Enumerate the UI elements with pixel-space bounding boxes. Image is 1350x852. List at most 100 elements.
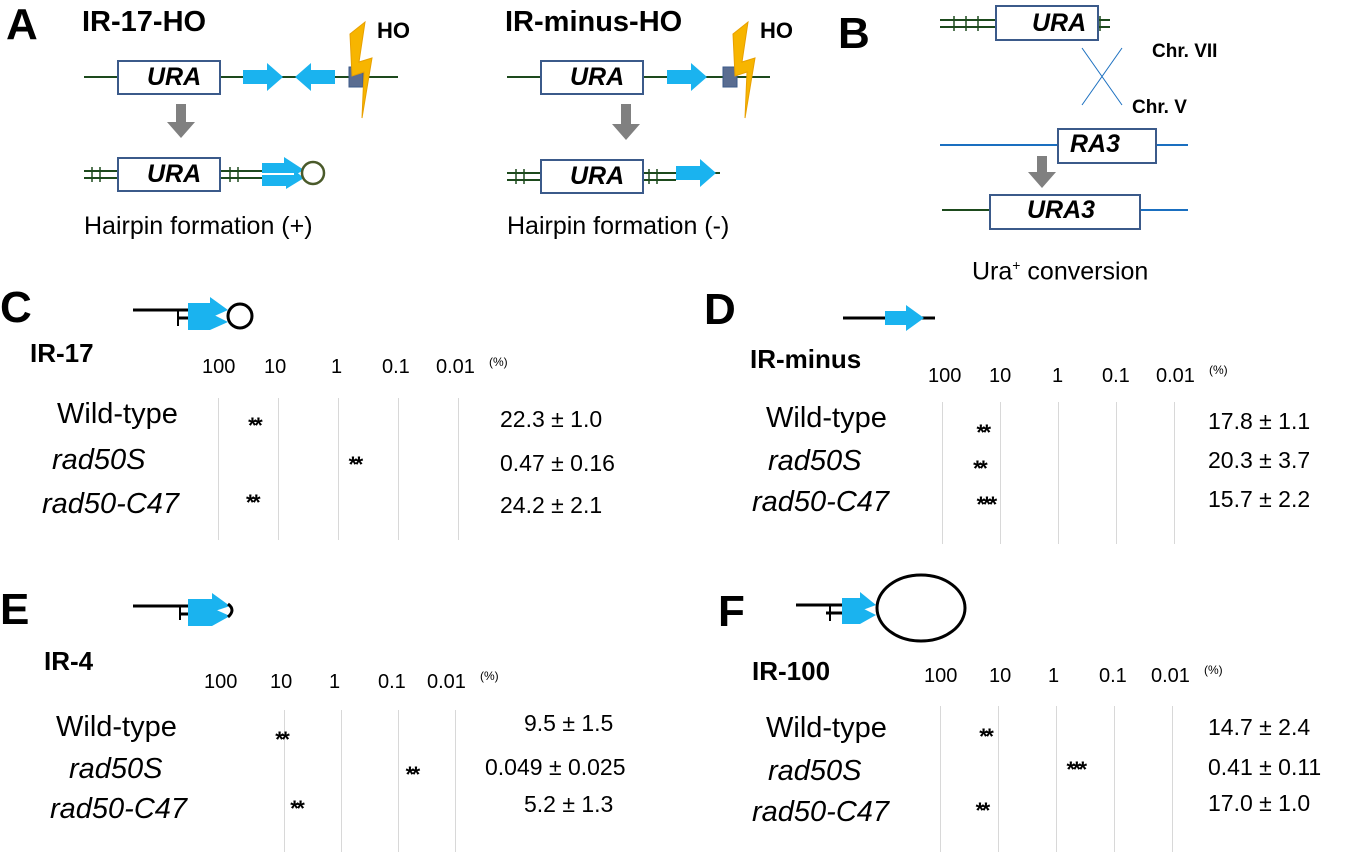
tick-f-0: 100 — [924, 665, 958, 687]
strain-c-1: rad50S — [52, 444, 146, 476]
data-point-f-2-1: * — [981, 798, 991, 823]
ura-label-right-top: URA — [570, 63, 625, 91]
caption-hairpin-minus: Hairpin formation (-) — [507, 212, 730, 240]
tick-f-1: 10 — [989, 665, 1012, 687]
tick-c-1: 10 — [264, 356, 287, 378]
ura-label-left-top: URA — [147, 63, 202, 91]
ura-box-right-bottom — [540, 159, 644, 194]
tick-c-0: 100 — [202, 356, 236, 378]
tick-d-4: 0.01 — [1156, 365, 1195, 387]
data-point-f-1-1: * — [1072, 757, 1082, 782]
ura3-label: URA3 — [1027, 196, 1096, 224]
ra3-label: RA3 — [1070, 130, 1121, 158]
strain-d-0: Wild-type — [766, 402, 887, 434]
chart-title-ir4: IR-4 — [44, 646, 94, 676]
data-point-d-0-0: * — [976, 420, 986, 445]
strain-e-1: rad50S — [69, 753, 163, 785]
unit-c: (%) — [489, 355, 508, 369]
value-d-2: 15.7 ± 2.2 — [1208, 486, 1311, 512]
value-f-0: 14.7 ± 2.4 — [1208, 714, 1311, 740]
data-point-e-0-1: * — [281, 727, 290, 752]
hairpin-arrow-bottom — [262, 164, 304, 189]
data-point-c-2-0: * — [245, 490, 255, 515]
data-point-d-0-1: * — [982, 420, 992, 445]
ura-box-chr7 — [995, 5, 1099, 41]
tick-c-3: 0.1 — [382, 356, 410, 378]
ura3-box — [989, 194, 1141, 230]
tick-c-4: 0.01 — [436, 356, 475, 378]
value-d-0: 17.8 ± 1.1 — [1208, 408, 1311, 434]
tick-f-2: 1 — [1048, 665, 1060, 687]
strain-e-2: rad50-C47 — [50, 793, 188, 825]
strain-d-2: rad50-C47 — [752, 486, 890, 518]
large-loop — [875, 573, 967, 643]
data-point-d-2-1: * — [982, 492, 992, 517]
construct-title-ir17-ho: IR-17-HO — [82, 6, 207, 38]
data-point-c-1-1: * — [354, 452, 364, 477]
unit-d: (%) — [1209, 363, 1228, 377]
strain-e-0: Wild-type — [56, 711, 177, 743]
value-c-2: 24.2 ± 2.1 — [500, 492, 603, 518]
grey-down-arrow-icon — [167, 104, 195, 138]
data-point-f-0-1: * — [985, 724, 994, 749]
tick-d-2: 1 — [1052, 365, 1064, 387]
ra3-box — [1057, 128, 1157, 164]
ura-label-chr7: URA — [1032, 9, 1087, 37]
data-point-d-1-1: * — [979, 456, 988, 481]
panel-letter-d: D — [704, 285, 736, 334]
data-point-c-0-1: * — [254, 413, 263, 438]
data-point-f-2-0: * — [975, 798, 985, 823]
unit-f: (%) — [1204, 663, 1223, 677]
data-point-e-0-0: * — [275, 727, 284, 752]
ura-box-right-top — [540, 60, 644, 95]
irminus-ho-construct-diagram — [507, 20, 770, 187]
chart-title-ir100: IR-100 — [752, 656, 831, 686]
ura-label-left-bottom: URA — [147, 160, 202, 188]
tick-e-3: 0.1 — [378, 671, 406, 693]
value-c-0: 22.3 ± 1.0 — [500, 406, 603, 432]
panel-letter-b: B — [838, 9, 870, 58]
strain-c-0: Wild-type — [57, 398, 178, 430]
panel-letter-c: C — [0, 283, 32, 332]
unit-e: (%) — [480, 669, 499, 683]
tick-e-1: 10 — [270, 671, 293, 693]
tick-d-3: 0.1 — [1102, 365, 1130, 387]
ura-box-left-top — [117, 60, 221, 95]
ir4-schematic — [133, 593, 234, 626]
tick-d-1: 10 — [989, 365, 1012, 387]
tick-e-4: 0.01 — [427, 671, 466, 693]
ho-label-left: HO — [377, 18, 410, 43]
data-point-e-1-0: * — [405, 762, 415, 787]
crossover-line — [1081, 47, 1123, 106]
strain-d-1: rad50S — [768, 445, 862, 477]
tick-e-0: 100 — [204, 671, 238, 693]
value-c-1: 0.47 ± 0.16 — [500, 450, 615, 476]
data-point-f-1-0: * — [1066, 757, 1076, 782]
chr7-label: Chr. VII — [1152, 41, 1218, 62]
caption-ura-conversion: Ura+ conversion — [972, 257, 1149, 286]
data-point-e-2-1: * — [296, 796, 305, 821]
value-f-1: 0.41 ± 0.11 — [1208, 754, 1322, 780]
irminus-schematic — [843, 305, 935, 331]
inverted-repeat-right-arrow — [243, 63, 283, 91]
panel-letter-f: F — [718, 587, 745, 636]
lightning-icon — [349, 20, 373, 119]
lightning-icon — [732, 20, 756, 119]
tick-d-0: 100 — [928, 365, 962, 387]
caption-hairpin-plus: Hairpin formation (+) — [84, 212, 313, 240]
chart-title-irminus: IR-minus — [750, 344, 862, 374]
value-e-2: 5.2 ± 1.3 — [524, 791, 614, 817]
chart-title-ir17: IR-17 — [30, 338, 94, 368]
inverted-repeat-left-arrow — [295, 63, 335, 91]
value-d-1: 20.3 ± 3.7 — [1208, 447, 1311, 473]
strain-f-2: rad50-C47 — [752, 796, 890, 828]
value-f-2: 17.0 ± 1.0 — [1208, 790, 1311, 816]
data-point-d-2-0: * — [976, 492, 986, 517]
tick-e-2: 1 — [329, 671, 341, 693]
tick-c-2: 1 — [331, 356, 343, 378]
data-point-e-1-1: * — [411, 762, 421, 787]
panel-letter-a: A — [6, 0, 38, 49]
strain-f-1: rad50S — [768, 755, 862, 787]
data-point-c-0-0: * — [248, 413, 257, 438]
panel-letter-e: E — [0, 585, 30, 634]
